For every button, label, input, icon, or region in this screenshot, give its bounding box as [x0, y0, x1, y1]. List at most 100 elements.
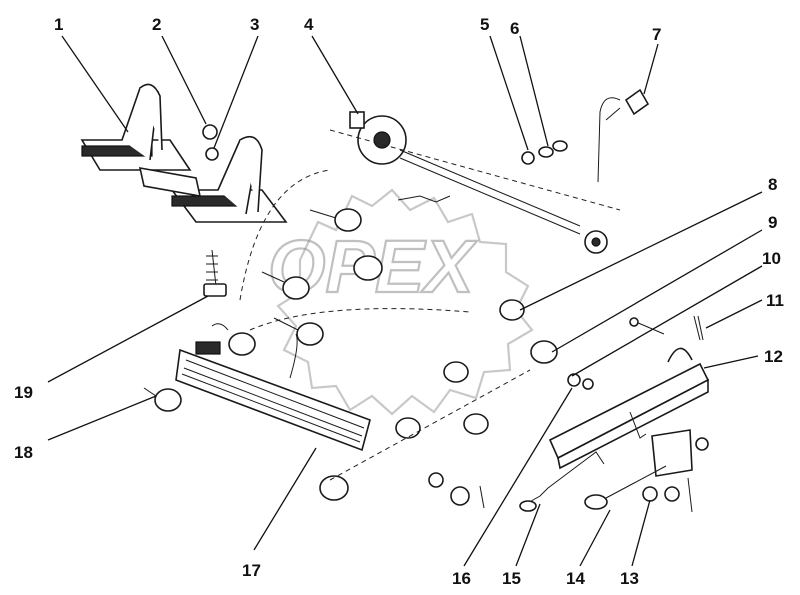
callout-2: 2 [152, 15, 161, 34]
upper-hardware [521, 88, 650, 165]
small-parts-right [567, 315, 704, 390]
roller-f [228, 332, 256, 356]
roller-e [499, 299, 525, 321]
washer-part-16a [567, 373, 581, 387]
mount-bracket [651, 429, 693, 477]
leader-2 [161, 35, 207, 125]
bracket-serration-left [81, 145, 153, 157]
roller-d [296, 322, 324, 346]
leader-1 [61, 35, 129, 133]
leader-11 [705, 299, 763, 329]
rod-end-roller-hub [591, 237, 601, 247]
leader-18 [47, 395, 157, 441]
washer-part-3 [205, 147, 219, 161]
callout-1: 1 [54, 15, 63, 34]
callout-16: 16 [452, 569, 471, 588]
bracket-upright-left-back [139, 83, 163, 151]
washer-lower-left [428, 472, 444, 488]
pin-part-10 [635, 321, 665, 335]
eye-part-14 [584, 494, 608, 510]
slide-rail-3 [181, 373, 361, 443]
callout-15: 15 [502, 569, 521, 588]
roller-h [395, 417, 421, 439]
bracket-link-plate [138, 167, 202, 197]
callout-19: 19 [14, 383, 33, 402]
callout-10: 10 [762, 249, 781, 268]
leader-5 [489, 35, 529, 151]
leader-4 [311, 35, 359, 115]
slide-rail-2 [183, 367, 363, 437]
nut-part-13 [664, 486, 680, 502]
callout-3: 3 [250, 15, 259, 34]
leader-9 [551, 229, 763, 353]
cotter-pin-lower-left [479, 485, 485, 509]
callout-9: 9 [768, 213, 777, 232]
callout-labels: 1 2 3 4 5 6 7 8 9 10 11 12 13 14 15 16 1… [14, 15, 784, 588]
nut-lower-left [450, 486, 470, 506]
washer-part-6a [538, 146, 554, 158]
slide-frame-part-17 [175, 323, 371, 452]
roller-c [282, 276, 310, 300]
leader-14 [579, 509, 611, 567]
callout-14: 14 [566, 569, 585, 588]
callout-12: 12 [764, 347, 783, 366]
linkage-cable [597, 97, 621, 183]
leader-lines [47, 35, 763, 567]
roller-g [443, 361, 469, 383]
spring-upper [397, 195, 451, 203]
lever-bar-part-12 [548, 347, 710, 470]
leader-19 [47, 295, 209, 383]
roller-part-9 [530, 340, 558, 364]
bolt-head-19 [203, 283, 227, 297]
roller-a [334, 208, 362, 232]
bolt-thread-19 [206, 249, 218, 287]
nut-part-5 [521, 151, 535, 165]
leader-13 [631, 499, 651, 567]
sprocket-hub [373, 131, 391, 149]
leader-16 [463, 387, 573, 567]
leader-17 [253, 447, 317, 551]
dash-line-1 [239, 169, 331, 301]
bracket-upright-right-back [239, 135, 263, 213]
roller-i [463, 413, 489, 435]
roller-set [143, 208, 558, 501]
watermark-gear [276, 188, 534, 416]
washer-part-16b [582, 378, 594, 390]
leader-6 [519, 35, 549, 147]
slide-frame-end [195, 341, 221, 355]
sprocket-mechanism [349, 97, 621, 254]
washer-part-13 [642, 486, 658, 502]
roller-c-axle [261, 271, 285, 283]
dash-line-3 [329, 129, 621, 211]
lower-right-hardware [428, 429, 709, 513]
leader-8 [519, 191, 763, 311]
roller-18-axle [143, 387, 157, 397]
bolt-head-lower [695, 437, 709, 451]
watermark-logo: OPEX [267, 188, 534, 416]
rod-part-14 [605, 465, 667, 499]
callout-4: 4 [304, 15, 314, 34]
callout-13: 13 [620, 569, 639, 588]
bolt-head-part-7 [624, 88, 650, 116]
lever-bar-tab [629, 411, 647, 439]
pin-head-part-10 [629, 317, 639, 327]
main-rod [399, 149, 581, 227]
lever-bar-eye [667, 347, 693, 363]
leader-12 [703, 355, 759, 369]
dash-line-4 [249, 308, 471, 331]
roller-part-18 [154, 388, 182, 412]
slide-frame-wire [211, 323, 298, 379]
leader-15 [515, 503, 541, 567]
stop-bracket-assembly [80, 83, 288, 223]
roller-a-axle [309, 209, 337, 219]
leader-3 [213, 35, 259, 149]
sprocket-bolt-head [349, 111, 365, 129]
roller-b [353, 255, 383, 281]
cotter-pin-lower [687, 477, 693, 513]
dash-line-2 [329, 369, 531, 481]
roller-j [319, 475, 349, 501]
slide-rail-1 [185, 359, 365, 429]
callout-6: 6 [510, 19, 519, 38]
